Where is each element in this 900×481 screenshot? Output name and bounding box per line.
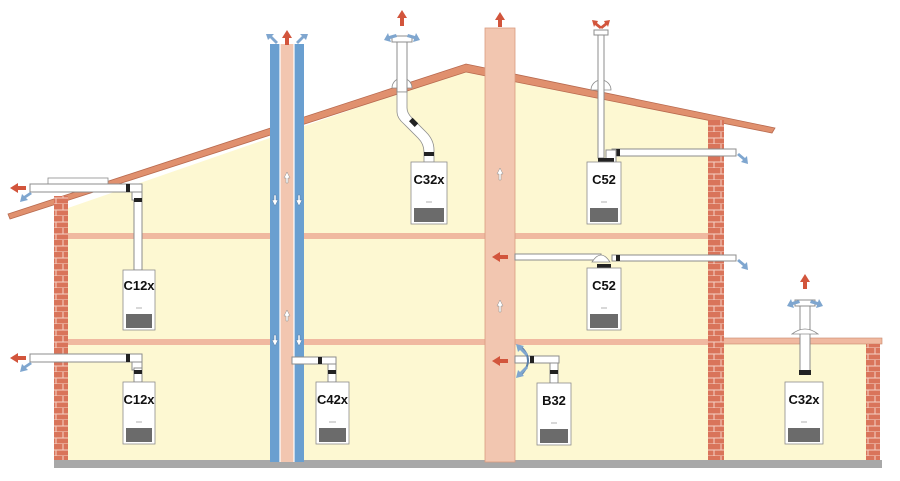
exhaust-arrow-icon (10, 353, 26, 363)
collective-chimney (484, 12, 516, 463)
arrow-down-icon (295, 194, 303, 207)
roof-terminal-c32x-attic (384, 10, 435, 163)
main-roof (7, 63, 776, 220)
roof-terminal-c32x-annex (787, 274, 823, 375)
boiler-c52-attic: C52 (586, 161, 622, 225)
exhaust-arrow-icon (10, 183, 26, 193)
intake-arrow-icon (296, 34, 308, 44)
split-system-c52-middle (514, 253, 748, 270)
arrow-down-icon (271, 334, 279, 347)
exhaust-arrow-icon (282, 30, 292, 45)
building-interior (68, 70, 722, 460)
split-system-c52-attic (590, 20, 748, 165)
intake-arrow-icon (516, 344, 528, 356)
arrow-up-icon (496, 299, 504, 313)
exhaust-arrow-icon (492, 356, 508, 366)
intake-arrow-icon (384, 33, 397, 42)
intake-arrow-icon (266, 34, 278, 44)
left-brick-wall (54, 196, 68, 460)
exhaust-arrow-icon (600, 20, 610, 29)
boiler-label: C52 (592, 172, 616, 187)
arrow-up-icon (283, 171, 291, 184)
right-brick-wall (708, 120, 724, 460)
intake-arrow-icon (516, 366, 528, 378)
boiler-label: C12x (123, 278, 155, 293)
boiler-label: C42x (317, 392, 349, 407)
annex-brick-wall (866, 344, 880, 460)
boiler-c32x-attic: C32x (410, 161, 448, 225)
terminal-lower-left (10, 353, 143, 383)
floor-beam-upper (68, 233, 708, 239)
boiler-label: C32x (413, 172, 445, 187)
connector-b32 (492, 344, 560, 384)
intake-arrow-icon (20, 192, 32, 202)
boiler-label: C52 (592, 278, 616, 293)
intake-arrow-icon (407, 33, 420, 42)
boiler-label: C32x (788, 392, 820, 407)
boiler-c52-middle: C52 (586, 267, 622, 331)
arrow-down-icon (295, 334, 303, 347)
exhaust-arrow-icon (492, 252, 508, 262)
intake-arrow-icon (787, 299, 800, 308)
collective-concentric-flue (266, 30, 308, 462)
boiler-c12x-upper: C12x (122, 269, 156, 331)
terminal-upper-left (10, 177, 143, 271)
ground-slab (54, 460, 882, 468)
boiler-c42x: C42x (315, 381, 350, 445)
boiler-label: C12x (123, 392, 155, 407)
boiler-label: B32 (542, 393, 566, 408)
boiler-c32x-annex: C32x (784, 381, 824, 445)
intake-arrow-icon (810, 299, 823, 308)
boiler-b32: B32 (536, 382, 572, 446)
exhaust-arrow-icon (800, 274, 810, 289)
arrow-down-icon (271, 194, 279, 207)
intake-arrow-icon (737, 259, 748, 270)
exhaust-arrow-icon (495, 12, 505, 27)
intake-arrow-icon (737, 153, 748, 164)
arrow-up-icon (283, 309, 291, 322)
exhaust-arrow-icon (397, 10, 407, 26)
arrow-up-icon (496, 167, 504, 181)
boiler-c12x-lower: C12x (122, 381, 156, 445)
exhaust-arrow-icon (592, 20, 602, 29)
intake-arrow-icon (20, 362, 32, 372)
floor-beam-lower (68, 339, 708, 345)
